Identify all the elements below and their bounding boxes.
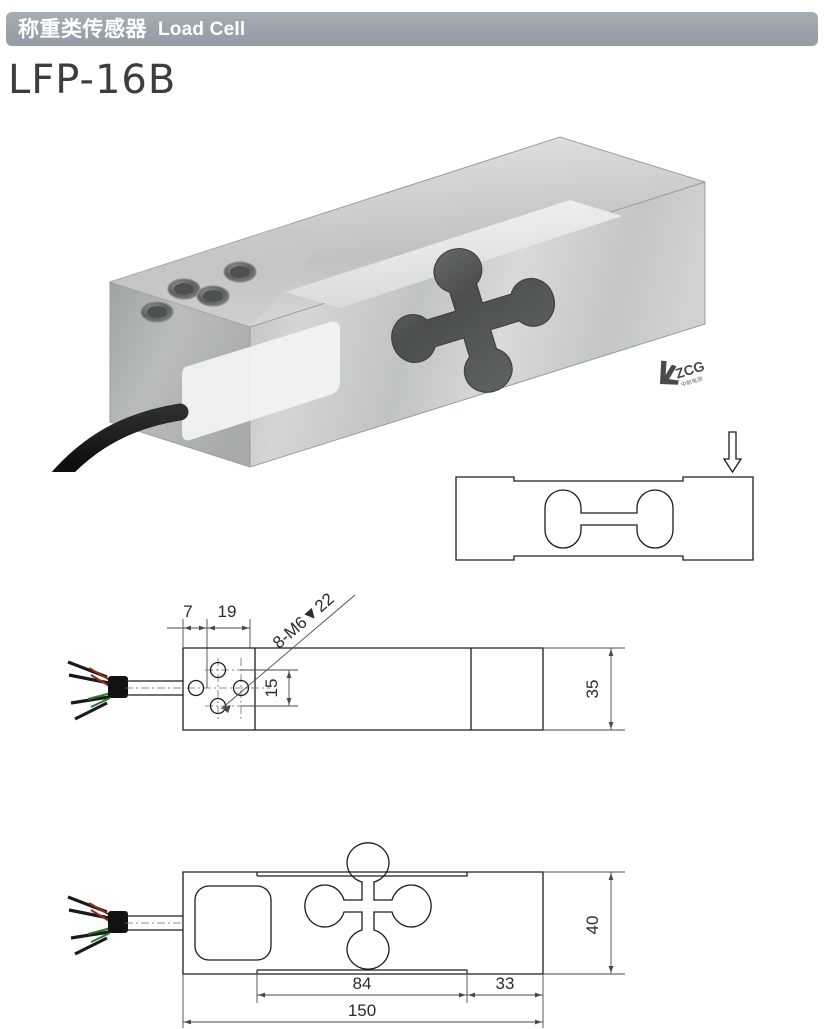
side-view-outline	[455, 476, 754, 561]
dimension-19: 19	[207, 602, 251, 648]
mounting-boss	[110, 224, 330, 327]
cable	[51, 403, 189, 472]
svg-text:15: 15	[262, 679, 281, 698]
side-view-drawing	[440, 420, 780, 580]
svg-text:33: 33	[496, 974, 515, 993]
svg-text:19: 19	[218, 602, 237, 621]
dimension-7: 7	[167, 602, 208, 688]
label-recess	[194, 885, 272, 961]
dimension-35: 35	[543, 647, 625, 731]
load-direction-down-arrow	[722, 431, 743, 474]
svg-text:84: 84	[353, 974, 372, 993]
bottom-view-outline	[182, 871, 544, 975]
dimension-150: 150	[182, 974, 544, 1028]
dimension-84: 84	[256, 970, 468, 1003]
top-view-outline	[182, 647, 544, 731]
cable-with-wires	[67, 895, 183, 956]
relief-slot-top	[257, 872, 468, 877]
product-photo: ZCG 中航电测	[0, 112, 760, 472]
svg-text:35: 35	[583, 680, 602, 699]
mounting-holes-group	[140, 261, 257, 323]
cable-with-wires	[67, 660, 183, 721]
clover-cutout	[391, 248, 556, 393]
dimension-15: 15	[241, 669, 298, 707]
hole-note-text: 8-M6▼22	[269, 589, 338, 652]
top-view-drawing: 7 19 15 35	[55, 589, 655, 770]
svg-text:7: 7	[183, 602, 192, 621]
category-header-bar: 称重类传感器 Load Cell	[6, 12, 818, 46]
dimension-33: 33	[467, 974, 544, 1003]
svg-text:150: 150	[348, 1001, 376, 1020]
category-label-en: Load Cell	[158, 18, 246, 40]
bottom-view-drawing: 40 84 33 150	[55, 842, 655, 1029]
brand-logo: ZCG 中航电测	[660, 358, 706, 389]
page-title: LFP-16B	[8, 57, 177, 103]
svg-text:40: 40	[583, 916, 602, 935]
side-label-patch	[182, 321, 340, 441]
clover-cutout	[304, 842, 432, 970]
dumbbell-cutout	[544, 489, 674, 549]
dimension-40: 40	[543, 871, 625, 975]
category-label-cn: 称重类传感器	[18, 16, 147, 41]
